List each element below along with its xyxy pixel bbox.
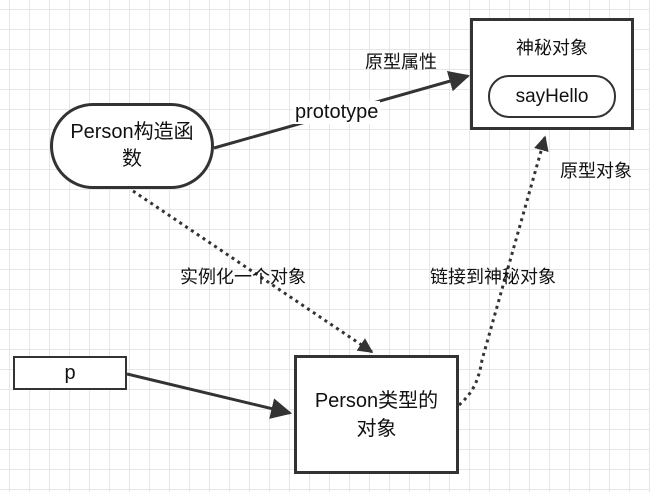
instantiate-label: 实例化一个对象 [180,267,306,287]
mysterious-object-label: 神秘对象 [516,38,588,58]
sayhello-method-node: sayHello [488,75,616,118]
proto-link-arrow [457,135,549,407]
prototype-key-label: prototype [293,101,381,124]
instantiate-arrow [132,189,374,354]
variable-p-node: p [13,356,127,390]
variable-reference-arrow [126,372,293,419]
link-to-prototype-label: 链接到神秘对象 [430,267,556,287]
person-instance-label: Person类型的对象 [314,389,439,440]
variable-p-label: p [64,361,76,384]
mysterious-object-node: 神秘对象 sayHello [470,18,634,130]
person-constructor-label: Person构造函数 [70,121,194,170]
person-instance-node: Person类型的对象 [294,355,459,474]
sayhello-method-label: sayHello [515,85,589,107]
person-constructor-node: Person构造函数 [50,103,214,189]
prototype-property-label: 原型属性 [365,52,437,72]
prototype-object-label: 原型对象 [560,161,632,181]
